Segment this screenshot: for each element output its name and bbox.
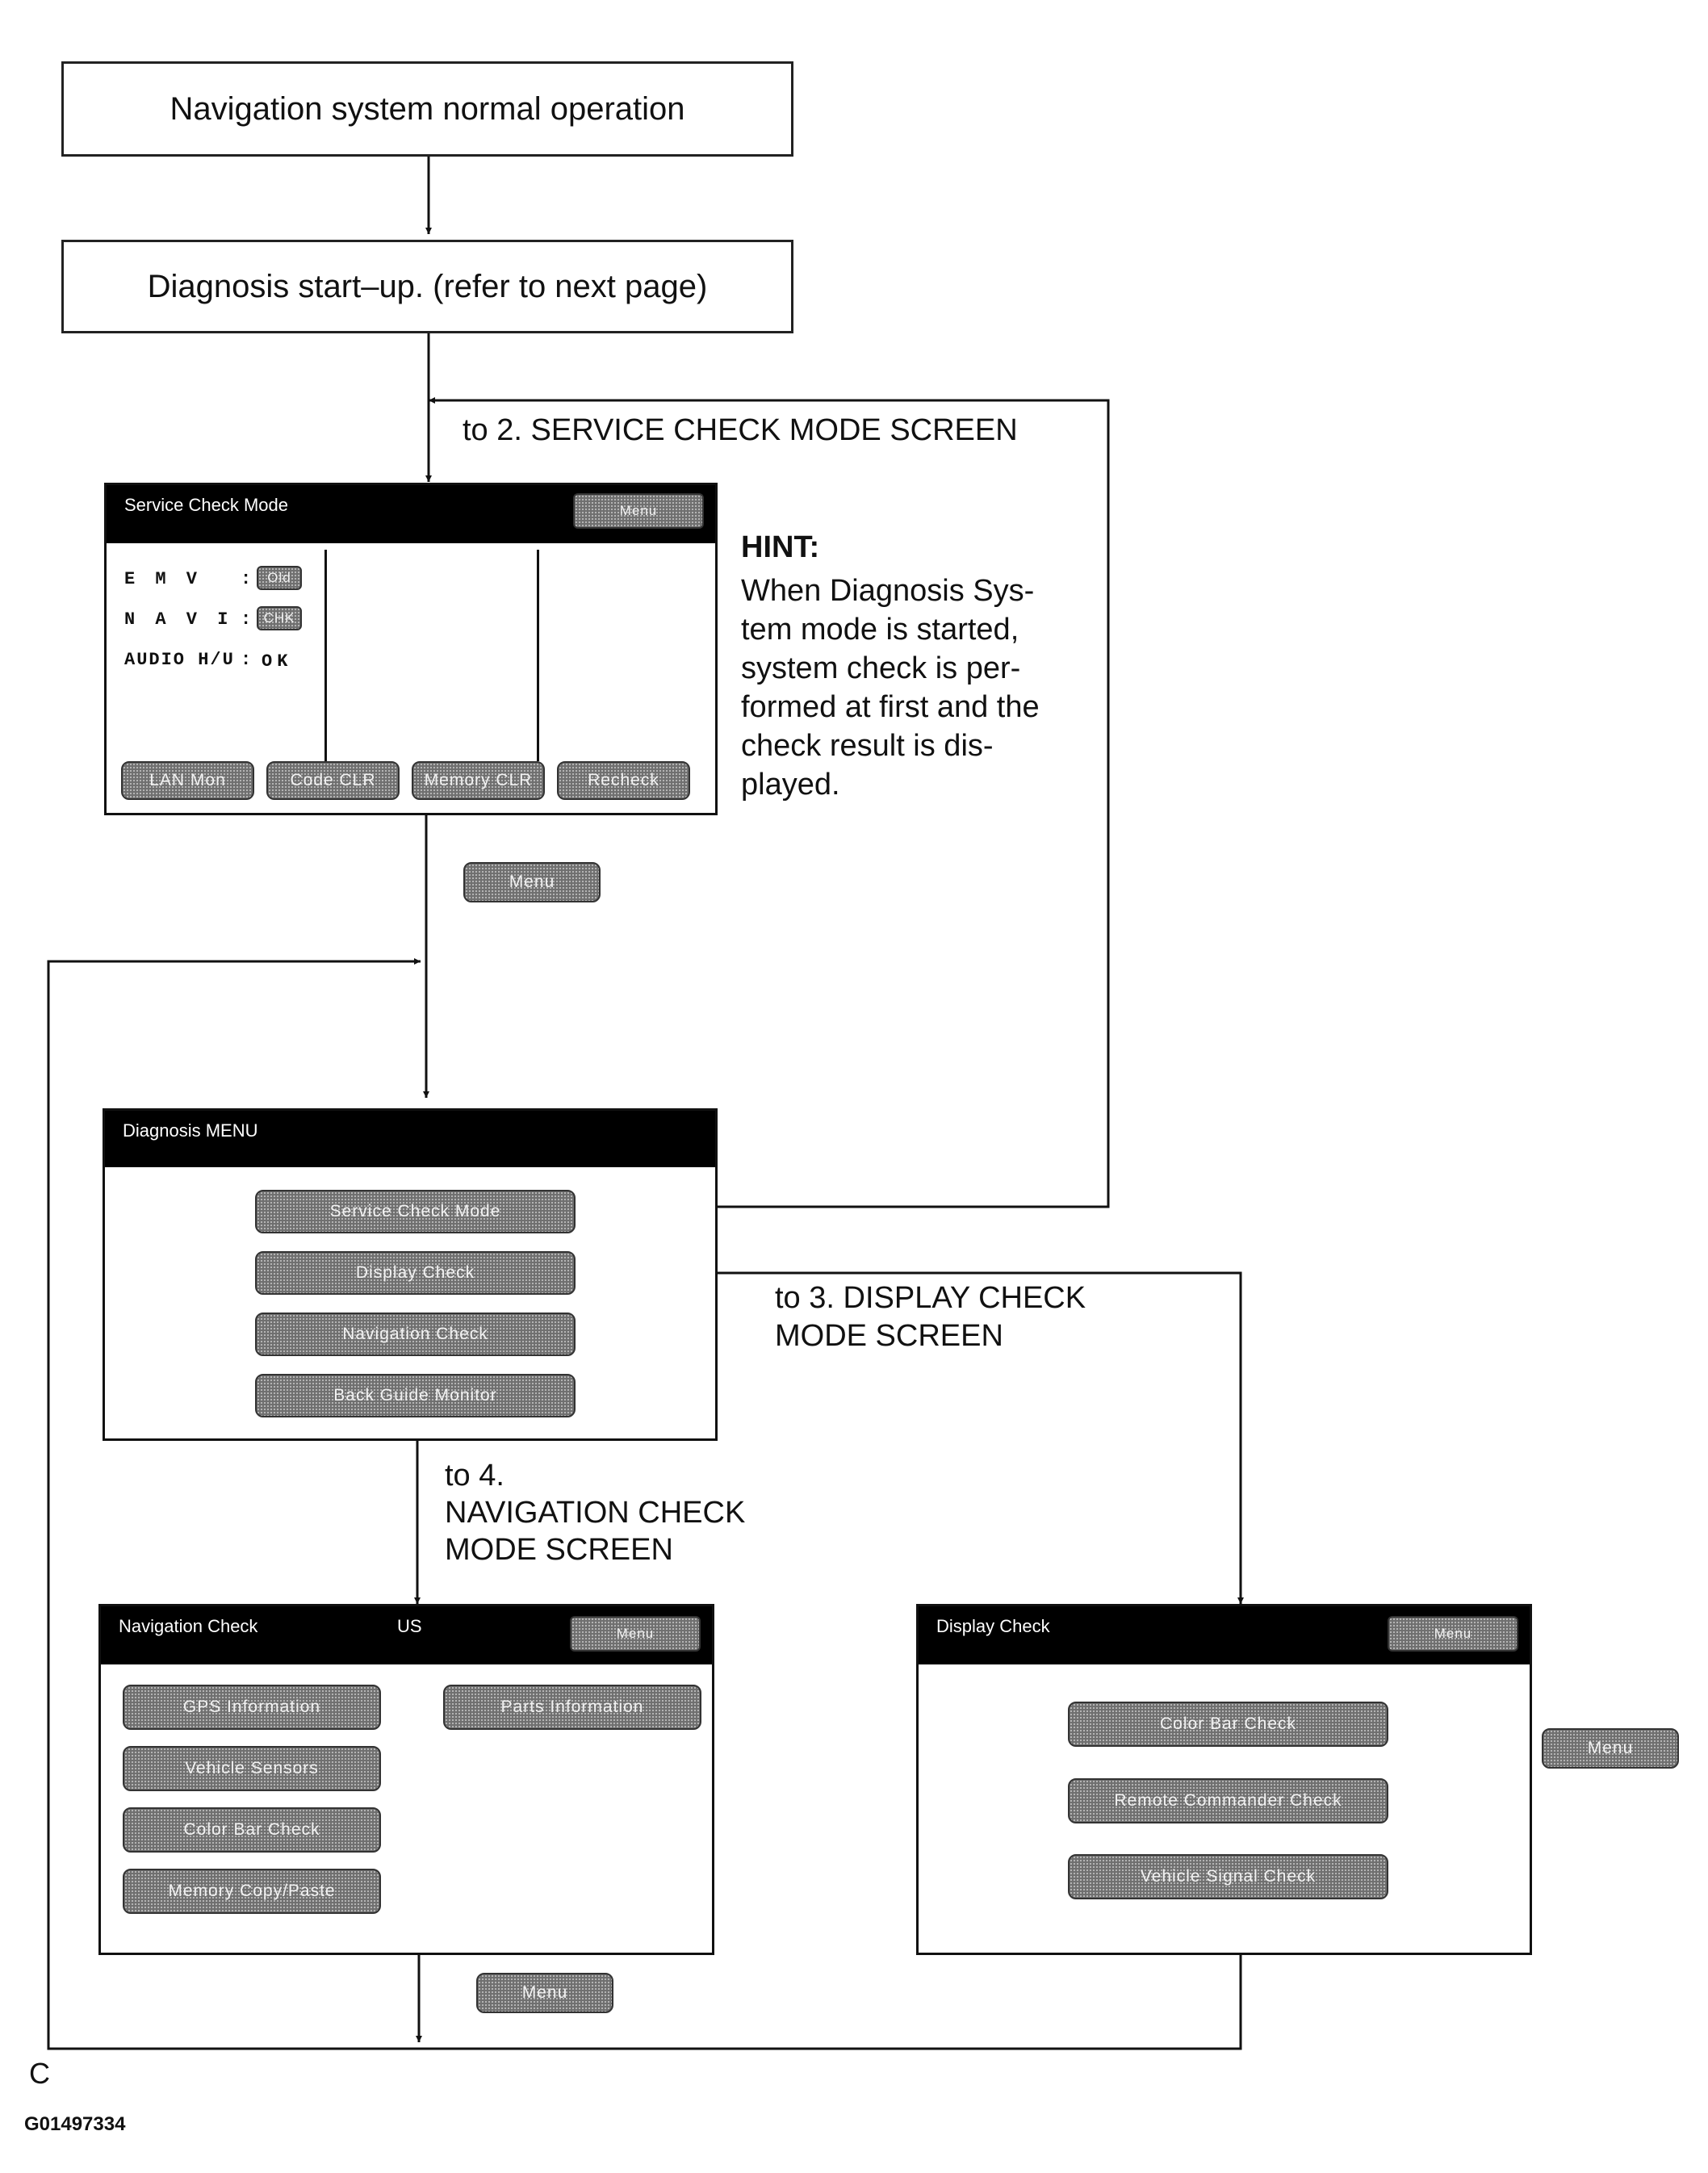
navi-label: N A V I [124, 609, 233, 630]
line-display-return [47, 958, 1242, 2050]
emv-sep: : [241, 569, 257, 589]
service-check-mode-screen: Service Check Mode Menu E M V : Old N A … [104, 483, 718, 815]
hint-line-1: When Diagnosis Sys- [741, 574, 1035, 608]
menu-button-display-side[interactable]: Menu [1542, 1728, 1679, 1769]
service-menu-button[interactable]: Menu [573, 493, 704, 529]
footer-letter: C [29, 2057, 50, 2090]
lan-mon-button[interactable]: LAN Mon [121, 761, 254, 800]
to-service-check-label: to 2. SERVICE CHECK MODE SCREEN [463, 413, 1018, 447]
to-navigation-check-label-3: MODE SCREEN [445, 1533, 673, 1567]
audio-hu-label: AUDIO H/U [124, 650, 235, 670]
menu-button-service[interactable]: Menu [463, 862, 601, 902]
to-display-check-label-1: to 3. DISPLAY CHECK [775, 1281, 1086, 1315]
audio-hu-status: OK [262, 651, 293, 672]
hint-title: HINT: [741, 530, 820, 564]
navigation-menu-button[interactable]: Menu [570, 1616, 701, 1652]
loop-service-return [429, 397, 1110, 1208]
emv-label: E M V [124, 569, 203, 589]
line-display-branch [576, 1271, 1244, 1604]
hint-line-3: system check is per- [741, 651, 1021, 685]
to-navigation-check-label-1: to 4. [445, 1459, 504, 1493]
remote-commander-check-button[interactable]: Remote Commander Check [1068, 1778, 1388, 1823]
menu-button-navigation-bottom[interactable]: Menu [476, 1973, 613, 2013]
gps-information-button[interactable]: GPS Information [123, 1685, 381, 1730]
hint-line-2: tem mode is started, [741, 613, 1019, 647]
hint-line-4: formed at first and the [741, 690, 1040, 724]
navi-sep: : [241, 609, 257, 630]
parts-information-button[interactable]: Parts Information [443, 1685, 701, 1730]
navi-status-chk[interactable]: CHK [257, 606, 302, 630]
emv-status-old[interactable]: Old [257, 566, 302, 590]
diagnosis-startup-text: Diagnosis start–up. (refer to next page) [147, 268, 708, 304]
memory-copy-paste-button[interactable]: Memory Copy/Paste [123, 1869, 381, 1914]
to-navigation-check-label-2: NAVIGATION CHECK [445, 1496, 746, 1530]
diagnosis-menu-title-bar: Diagnosis MENU [105, 1111, 715, 1167]
audio-hu-sep: : [241, 650, 257, 670]
navigation-check-title: Navigation Check [119, 1616, 258, 1636]
normal-operation-box: Navigation system normal operation [61, 61, 793, 157]
vehicle-signal-check-button[interactable]: Vehicle Signal Check [1068, 1854, 1388, 1899]
hint-line-6: played. [741, 768, 840, 802]
code-clr-button[interactable]: Code CLR [266, 761, 400, 800]
to-display-check-label-2: MODE SCREEN [775, 1319, 1003, 1353]
navigation-check-button[interactable]: Navigation Check [255, 1313, 576, 1356]
back-guide-monitor-button[interactable]: Back Guide Monitor [255, 1374, 576, 1417]
display-check-screen: Display Check Menu Color Bar Check Remot… [916, 1604, 1532, 1955]
navigation-check-region: US [397, 1616, 422, 1636]
service-check-title: Service Check Mode [124, 495, 288, 515]
memory-clr-button[interactable]: Memory CLR [412, 761, 545, 800]
display-check-title: Display Check [936, 1616, 1050, 1636]
recheck-button[interactable]: Recheck [557, 761, 690, 800]
normal-operation-text: Navigation system normal operation [170, 90, 685, 127]
color-bar-check-button-nav[interactable]: Color Bar Check [123, 1807, 381, 1853]
vehicle-sensors-button[interactable]: Vehicle Sensors [123, 1746, 381, 1791]
navigation-check-screen: Navigation Check US Menu GPS Information… [98, 1604, 714, 1955]
color-bar-check-button-display[interactable]: Color Bar Check [1068, 1702, 1388, 1747]
service-column-divider-2 [537, 550, 539, 761]
service-check-mode-button[interactable]: Service Check Mode [255, 1190, 576, 1233]
hint-block: HINT: When Diagnosis Sys- tem mode is st… [741, 523, 1080, 804]
hint-line-5: check result is dis- [741, 729, 994, 763]
diagnosis-startup-box: Diagnosis start–up. (refer to next page) [61, 240, 793, 333]
service-column-divider-1 [324, 550, 327, 761]
diagnosis-menu-screen: Diagnosis MENU Service Check Mode Displa… [103, 1108, 718, 1441]
diagnosis-menu-title: Diagnosis MENU [123, 1120, 258, 1141]
figure-code: G01497334 [24, 2113, 126, 2135]
display-check-button[interactable]: Display Check [255, 1251, 576, 1295]
display-menu-button[interactable]: Menu [1388, 1616, 1518, 1652]
